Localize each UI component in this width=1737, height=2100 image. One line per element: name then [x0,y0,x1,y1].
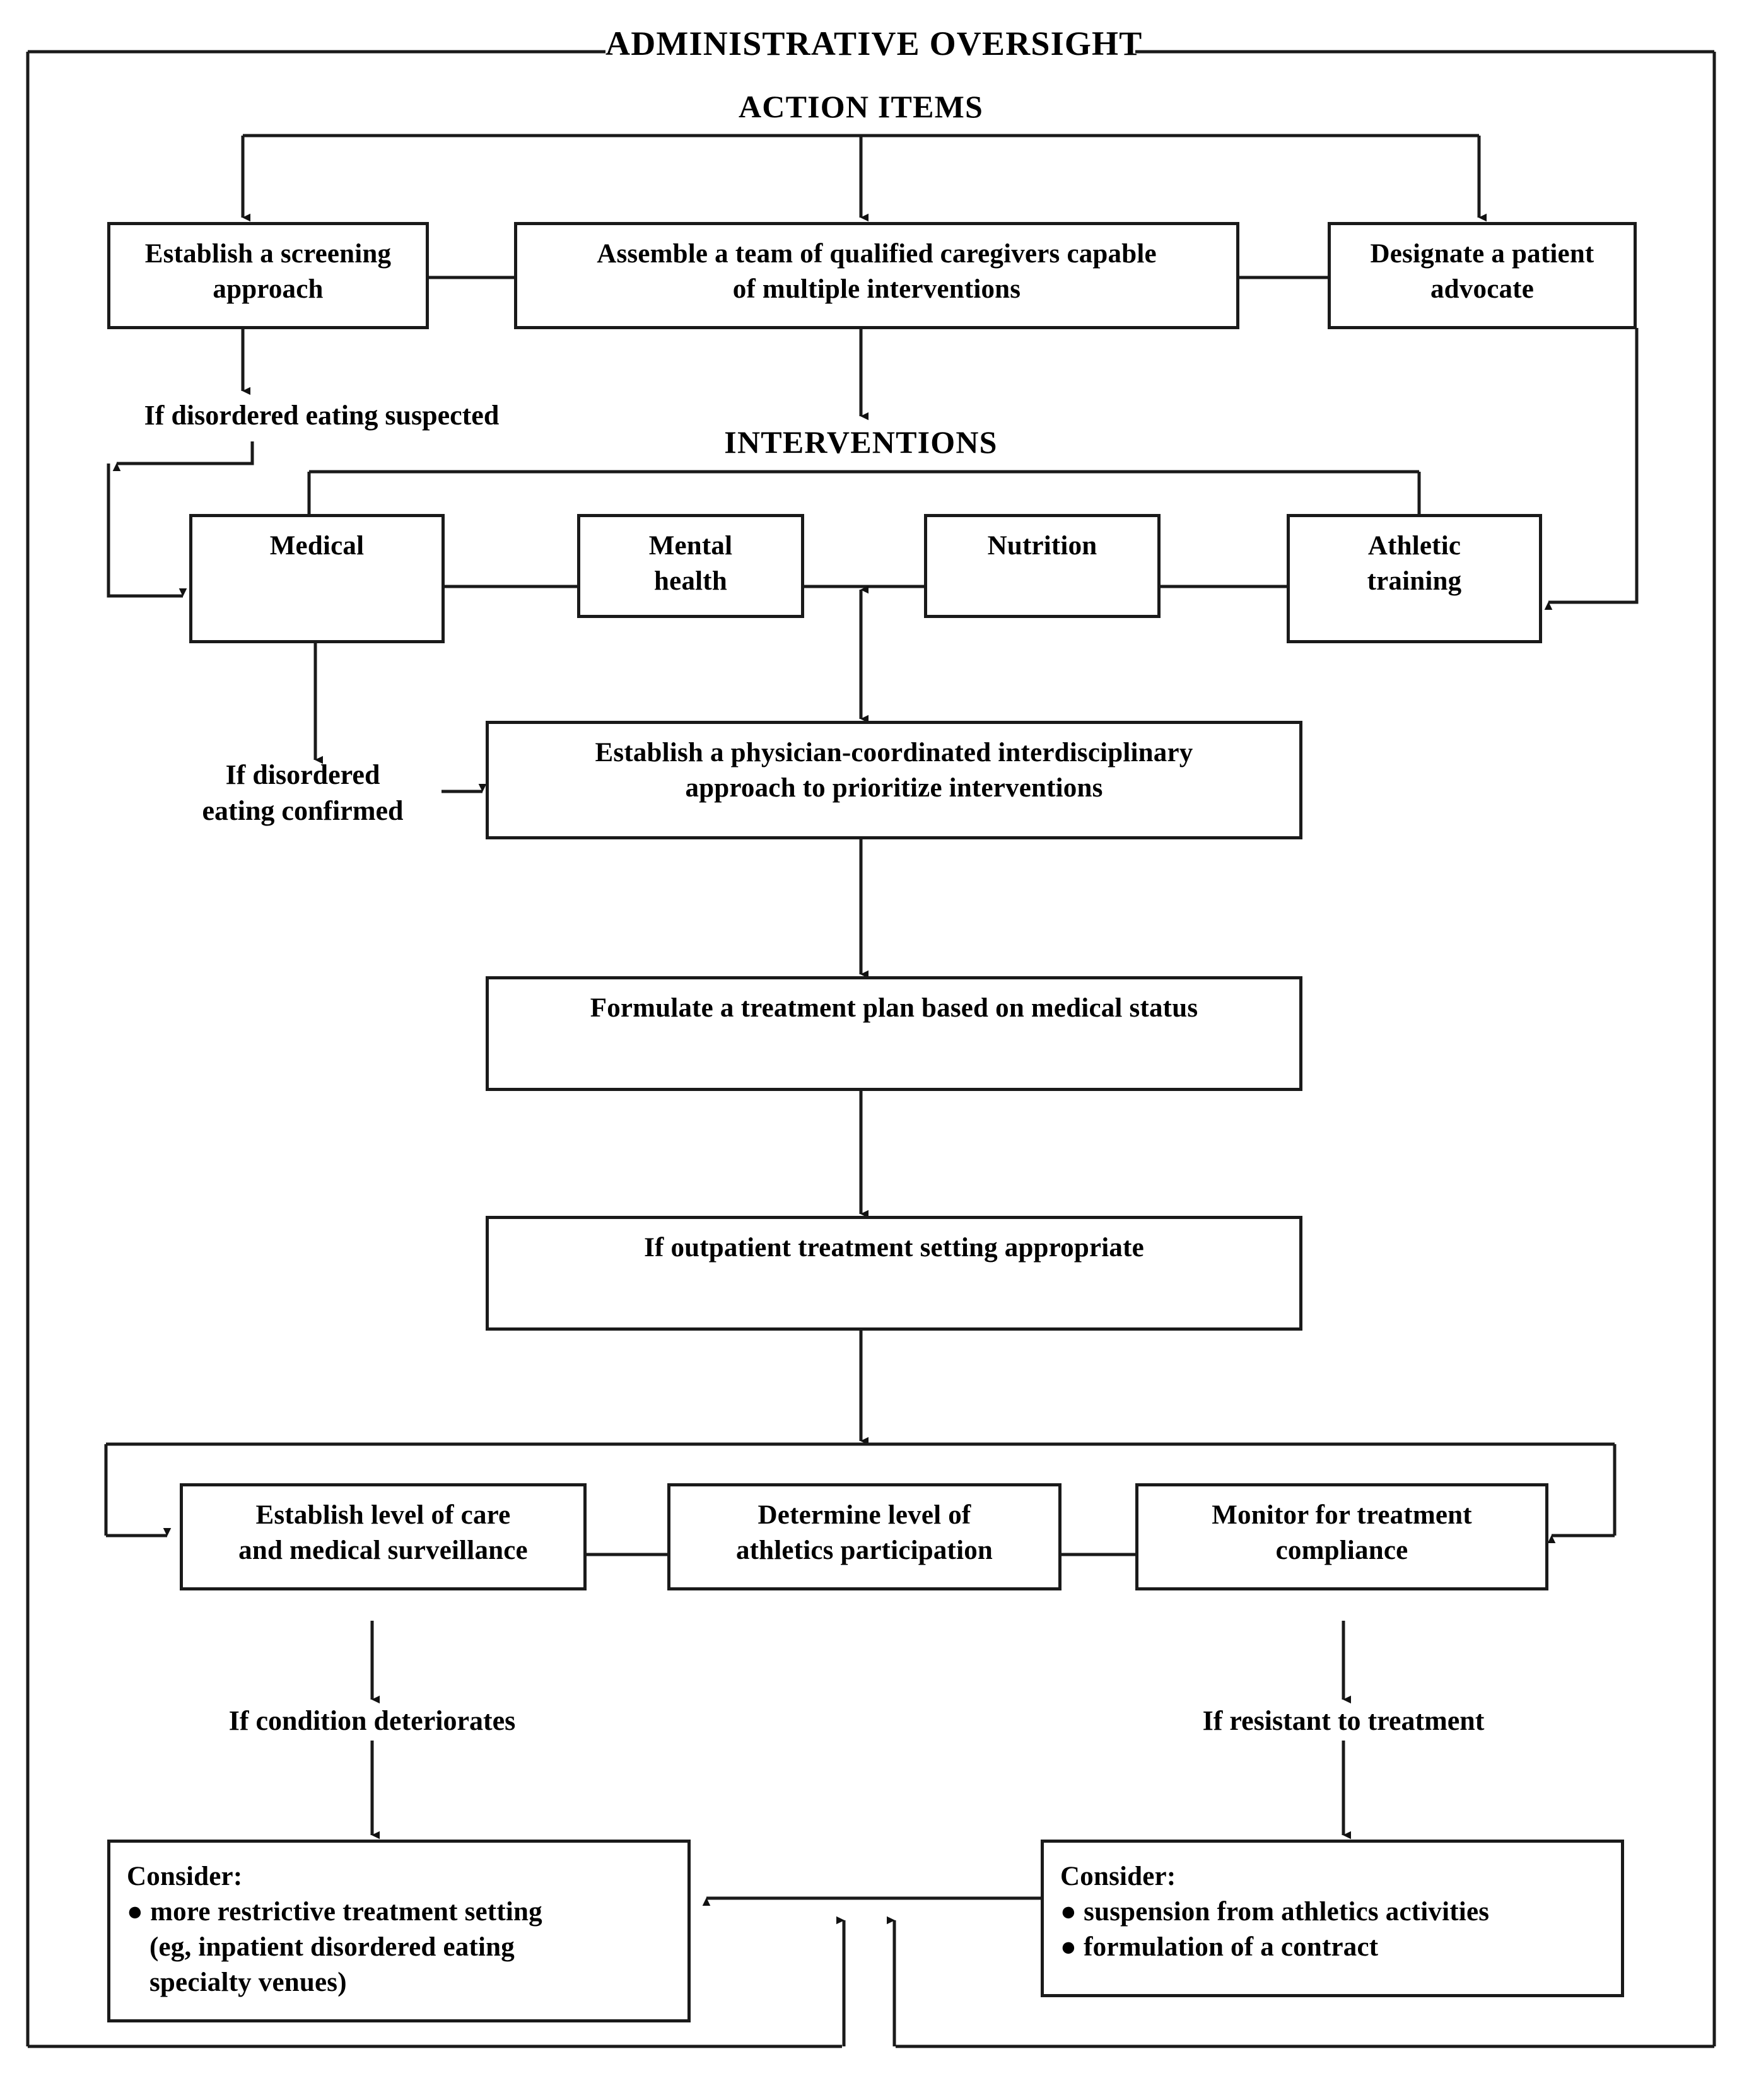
box-establish-level-of-care[interactable]: Establish level of care and medical surv… [180,1483,587,1590]
box-line-2: athletics participation [735,1535,993,1565]
box-line-2: approach [213,274,324,304]
box-line-1: Determine level of [757,1500,971,1530]
consider-heading: Consider: [1060,1862,1176,1891]
suspected-into-medical [107,464,187,598]
condition-condition-deteriorates: If condition deteriorates [228,1705,516,1736]
box-outpatient-setting-appropriate[interactable]: If outpatient treatment setting appropri… [486,1216,1302,1331]
box-line-1: If outpatient treatment setting appropri… [644,1233,1144,1263]
box-formulate-treatment-plan[interactable]: Formulate a treatment plan based on medi… [486,976,1302,1091]
box-line-2: health [654,566,727,596]
box-line-1: Establish level of care [255,1500,511,1530]
box-monitor-treatment-compliance[interactable]: Monitor for treatment compliance [1135,1483,1548,1590]
consider-item-line-2: (eg, inpatient disordered eating [149,1932,515,1962]
consider-item-line-3: specialty venues) [149,1967,347,1997]
suspected-elbow-left [112,441,254,471]
page-title: ADMINISTRATIVE OVERSIGHT [605,25,1143,62]
box-mental-health[interactable]: Mental health [577,514,804,618]
box-designate-patient-advocate[interactable]: Designate a patient advocate [1328,222,1637,329]
box-assemble-team[interactable]: Assemble a team of qualified caregivers … [514,222,1239,329]
box-line-2: of multiple interventions [732,274,1021,304]
box-line-1: Formulate a treatment plan based on medi… [590,993,1198,1023]
box-athletic-training[interactable]: Athletic training [1287,514,1542,643]
condition-disordered-eating-confirmed: If disordered eating confirmed [161,757,445,829]
bullet-glyph: ● [1060,1932,1077,1962]
condition-resistant-to-treatment: If resistant to treatment [1202,1705,1485,1736]
consider-item-line-1: suspension from athletics activities [1084,1896,1490,1927]
box-line-1: Nutrition [987,531,1097,561]
condition-line-1: If disordered [225,759,380,790]
box-line-2: approach to prioritize interventions [685,773,1103,803]
box-line-1: Establish a physician-coordinated interd… [595,738,1193,767]
box-determine-athletics-participation[interactable]: Determine level of athletics participati… [667,1483,1062,1590]
box-line-2: and medical surveillance [238,1535,528,1565]
consider-item-line-1: formulation of a contract [1084,1932,1379,1962]
box-consider-suspension-contract[interactable]: Consider: ● suspension from athletics ac… [1041,1840,1624,1997]
box-line-1: Mental [648,531,733,561]
box-line-1: Athletic [1367,531,1461,561]
box-line-2: advocate [1430,274,1534,304]
box-line-2: compliance [1275,1535,1408,1565]
bullet-glyph: ● [1060,1896,1077,1927]
advocate-to-athletic [1544,328,1639,610]
bullet-glyph: ● [127,1896,144,1927]
box-consider-restrictive-setting[interactable]: Consider: ● more restrictive treatment s… [107,1840,691,2022]
box-line-1: Establish a screening [144,239,392,269]
box-line-1: Monitor for treatment [1212,1500,1472,1530]
box-medical[interactable]: Medical [189,514,445,643]
box-nutrition[interactable]: Nutrition [924,514,1161,618]
box-line-1: Medical [269,531,365,561]
box-line-2: training [1367,566,1462,596]
section-title-interventions: INTERVENTIONS [724,424,998,460]
condition-line-2: eating confirmed [202,795,404,827]
section-title-action-items: ACTION ITEMS [738,89,984,124]
box-establish-screening-approach[interactable]: Establish a screening approach [107,222,429,329]
condition-disordered-eating-suspected: If disordered eating suspected [144,400,500,431]
box-line-1: Assemble a team of qualified caregivers … [597,239,1157,269]
box-physician-coordinated-approach[interactable]: Establish a physician-coordinated interd… [486,721,1302,839]
box-line-1: Designate a patient [1370,239,1594,269]
consider-item-line-1: more restrictive treatment setting [150,1896,542,1927]
consider-heading: Consider: [127,1862,243,1891]
